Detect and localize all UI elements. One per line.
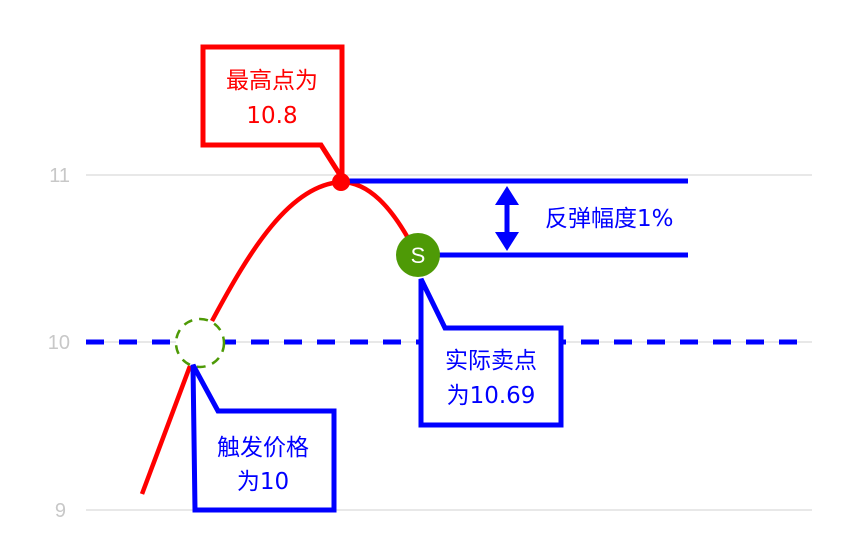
y-tick-10: 10 [48, 332, 70, 354]
sell-marker: S [396, 233, 440, 277]
sell-callout-line1: 实际卖点 [445, 348, 537, 374]
price-curve-upper [210, 179, 410, 323]
sell-callout-line2: 为10.69 [447, 383, 536, 409]
trigger-callout-line2: 为10 [237, 469, 289, 495]
peak-callout-line1: 最高点为 [226, 68, 318, 94]
peak-point [332, 173, 350, 191]
price-curve-lower [139, 365, 193, 495]
sell-marker-label: S [411, 243, 426, 268]
y-tick-9: 9 [55, 500, 66, 522]
rebound-label: 反弹幅度1% [545, 206, 674, 232]
trigger-callout-line1: 触发价格 [217, 435, 309, 461]
trigger-point-circle [174, 317, 226, 369]
double-arrow-icon [495, 186, 519, 251]
sell-callout [418, 277, 564, 428]
peak-callout [200, 44, 345, 187]
y-tick-11: 11 [49, 165, 70, 187]
peak-callout-line2: 10.8 [246, 103, 297, 129]
trigger-callout [190, 363, 337, 513]
